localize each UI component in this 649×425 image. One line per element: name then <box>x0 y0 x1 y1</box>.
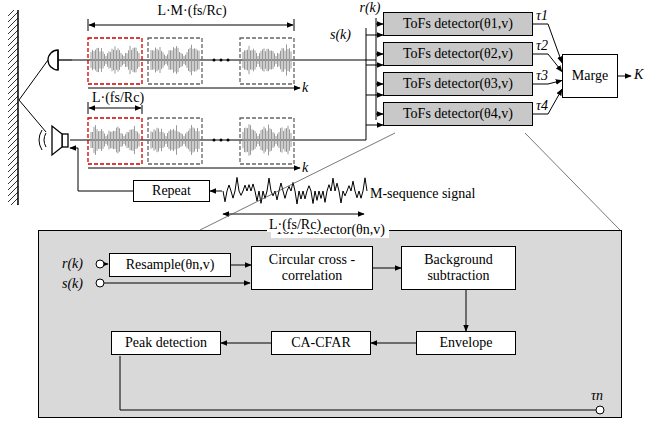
dimension-label: L·M·(fs/Rc) <box>155 3 228 18</box>
box-label: ToFs detector(θ4,v) <box>403 106 513 122</box>
dimension-line <box>89 25 293 26</box>
sequence-wire <box>210 191 222 192</box>
process-box: Background subtraction <box>401 246 516 290</box>
wall-hatch <box>8 10 18 205</box>
bus-taps <box>366 24 383 125</box>
signal-name: s(k) <box>330 27 351 42</box>
box-label: Background subtraction <box>408 252 509 284</box>
detector-panel <box>38 230 622 418</box>
signal-name: M-sequence signal <box>370 186 475 201</box>
receive-bus <box>376 18 377 120</box>
connector <box>466 290 467 331</box>
dimension-line <box>223 214 364 215</box>
connector <box>533 89 562 114</box>
dimension-label: L·(fs/Rc) <box>267 217 323 232</box>
connector <box>373 268 401 269</box>
output-name: K <box>634 67 643 82</box>
edge-label: τ4 <box>536 98 548 113</box>
edge-label: τ3 <box>536 68 548 83</box>
edge-label: τ1 <box>536 8 548 23</box>
process-box: Resample(θn,v) <box>109 253 231 277</box>
output-wire <box>618 76 631 77</box>
process-box: CA-CFAR <box>271 331 371 355</box>
connector <box>231 265 251 266</box>
axis-label: k <box>302 160 308 175</box>
box-label: CA-CFAR <box>291 335 351 351</box>
send-line <box>70 140 366 141</box>
box-label: ToFs detector(θ3,v) <box>403 76 513 92</box>
detector-box: ToFs detector(θ4,v) <box>383 102 533 126</box>
process-box: Envelope <box>416 331 516 355</box>
detector-box: ToFs detector(θ1,v) <box>383 12 533 36</box>
box-label: Peak detection <box>125 335 207 351</box>
m-sequence-wave <box>223 177 367 204</box>
wall <box>17 10 19 205</box>
zoom-line <box>200 133 395 230</box>
speaker-symbol <box>39 126 68 155</box>
detector-panel: ToFs detector(θn,v)Resample(θn,v)Circula… <box>38 230 622 418</box>
repeat-wire <box>70 148 133 191</box>
microphone-symbol <box>48 50 72 70</box>
segment-boxes <box>88 38 294 164</box>
repeat-box: Repeat <box>133 180 210 202</box>
time-axis <box>88 168 300 169</box>
box-label: Circular cross -correlation <box>258 252 366 284</box>
edge-label: τ2 <box>536 38 548 53</box>
dimension-line <box>89 108 141 109</box>
box-label: Repeat <box>152 183 191 199</box>
dimension-label: L·(fs/Rc) <box>90 90 146 105</box>
connector <box>221 343 271 344</box>
box-label: ToFs detector(θ1,v) <box>403 16 513 32</box>
time-axis <box>88 88 300 89</box>
zoom-line <box>525 133 620 230</box>
box-label: Resample(θn,v) <box>126 257 215 273</box>
merge-box: Marge <box>562 54 618 98</box>
output-name: τn <box>591 388 603 403</box>
signal-name: r(k) <box>360 0 381 15</box>
process-box: Peak detection <box>111 331 221 355</box>
reflection-path <box>19 60 48 132</box>
signal-name: s(k) <box>62 276 83 291</box>
process-box: Circular cross -correlation <box>251 246 373 290</box>
connector <box>533 24 562 63</box>
box-label: Marge <box>572 68 608 84</box>
detector-box: ToFs detector(θ2,v) <box>383 42 533 66</box>
axis-label: k <box>302 80 308 95</box>
box-label: Envelope <box>440 335 493 351</box>
detector-box: ToFs detector(θ3,v) <box>383 72 533 96</box>
box-label: ToFs detector(θ2,v) <box>403 46 513 62</box>
send-bus <box>366 28 367 140</box>
ellipsis-dots <box>213 59 230 142</box>
connector <box>371 343 416 344</box>
signal-name: r(k) <box>62 256 83 271</box>
